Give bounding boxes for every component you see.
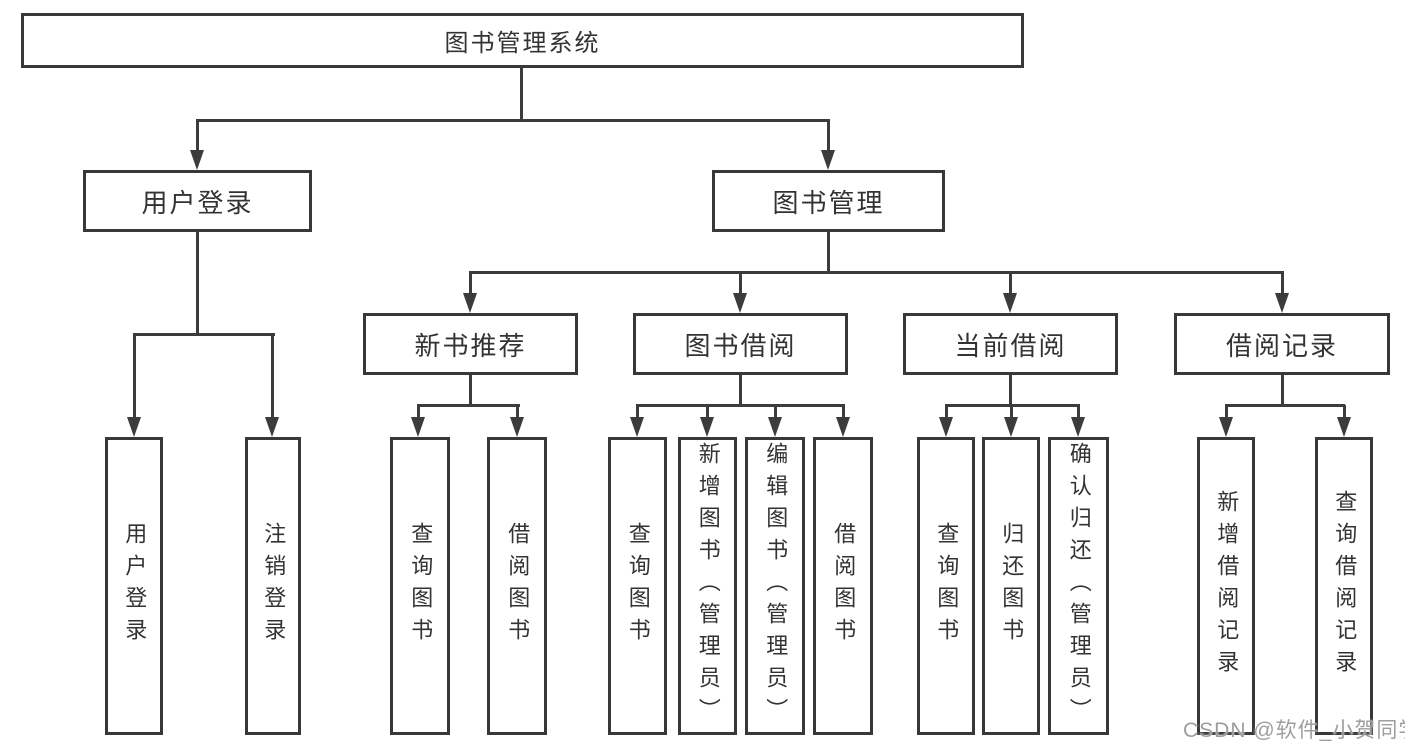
leaf-query-borrow-record: 查询借阅记录 [1315,437,1373,735]
node-label: 借阅图书 [505,522,531,650]
connector-line [827,120,830,154]
connector-line [196,120,199,154]
node-current-borrowing: 当前借阅 [903,313,1118,375]
node-label: 查询图书 [934,522,960,650]
connector-line [774,405,777,419]
node-label: 借阅记录 [1225,330,1338,361]
leaf-user-login: 用户登录 [105,437,163,735]
leaf-add-books-admin: 新增图书（管理员） [678,437,737,735]
arrow-down-icon [768,417,782,437]
node-label: 查询图书 [625,522,651,650]
leaf-edit-books-admin: 编辑图书（管理员） [745,437,805,735]
connector-line [469,271,1284,274]
connector-line [1225,405,1228,419]
arrow-down-icon [1219,417,1233,437]
connector-line [706,405,709,419]
node-label: 注销登录 [261,522,287,650]
arrow-down-icon [1275,293,1289,313]
node-label: 当前借阅 [954,330,1067,361]
connector-line [1225,404,1345,407]
connector-line [196,119,830,122]
connector-line [469,272,472,296]
connector-line [1343,405,1346,419]
node-book-borrowing: 图书借阅 [633,313,848,375]
node-label: 用户登录 [122,522,148,650]
connector-line [636,404,845,407]
connector-line [1281,375,1284,406]
leaf-query-books-recommend: 查询图书 [390,437,450,735]
node-library-management-system: 图书管理系统 [21,13,1024,68]
node-new-book-recommend: 新书推荐 [363,313,578,375]
arrow-down-icon [821,150,835,170]
connector-line [739,272,742,296]
arrow-down-icon [411,417,425,437]
arrow-down-icon [1337,417,1351,437]
csdn-watermark: CSDN @软件_小贺同学 [1183,719,1405,742]
connector-line [1010,405,1013,419]
leaf-confirm-return-admin: 确认归还（管理员） [1048,437,1109,735]
arrow-down-icon [510,417,524,437]
leaf-query-books-borrowing: 查询图书 [608,437,667,735]
node-borrowing-records: 借阅记录 [1174,313,1390,375]
connector-line [417,404,520,407]
node-label: 编辑图书（管理员） [763,442,789,730]
node-label: 查询图书 [408,522,434,650]
arrow-down-icon [939,417,953,437]
connector-line [469,375,472,406]
node-user-login: 用户登录 [83,170,312,232]
leaf-borrow-books-recommend: 借阅图书 [487,437,547,735]
node-label: 新增借阅记录 [1214,490,1240,682]
connector-line [739,375,742,406]
connector-line [636,405,639,419]
connector-line [1009,272,1012,296]
arrow-down-icon [836,417,850,437]
connector-line [1281,272,1284,296]
node-book-management: 图书管理 [712,170,945,232]
arrow-down-icon [700,417,714,437]
arrow-down-icon [733,293,747,313]
node-label: 新书推荐 [414,330,527,361]
connector-line [271,334,274,420]
connector-line [417,405,420,419]
leaf-return-books: 归还图书 [982,437,1040,735]
arrow-down-icon [127,417,141,437]
connector-line [945,405,948,419]
connector-line [133,334,136,420]
node-label: 归还图书 [999,522,1025,650]
node-label: 图书借阅 [684,330,797,361]
arrow-down-icon [463,293,477,313]
connector-line [516,405,519,419]
connector-line [196,232,199,335]
leaf-borrow-books-borrowing: 借阅图书 [813,437,873,735]
leaf-add-borrow-record: 新增借阅记录 [1197,437,1255,735]
connector-line [1009,375,1012,406]
leaf-query-books-current: 查询图书 [917,437,975,735]
connector-line [842,405,845,419]
arrow-down-icon [630,417,644,437]
connector-line [520,68,523,121]
connector-line [827,231,830,273]
node-label: 借阅图书 [831,522,857,650]
node-label: 查询借阅记录 [1332,490,1358,682]
node-label: 图书管理 [772,187,885,218]
node-label: 图书管理系统 [444,30,601,57]
arrow-down-icon [1004,417,1018,437]
node-label: 确认归还（管理员） [1066,442,1092,730]
connector-line [133,333,275,336]
node-label: 新增图书（管理员） [695,442,721,730]
arrow-down-icon [1071,417,1085,437]
arrow-down-icon [1003,293,1017,313]
arrow-down-icon [265,417,279,437]
node-label: 用户登录 [141,187,254,218]
leaf-logout: 注销登录 [245,437,301,735]
connector-line [1077,405,1080,419]
arrow-down-icon [190,150,204,170]
